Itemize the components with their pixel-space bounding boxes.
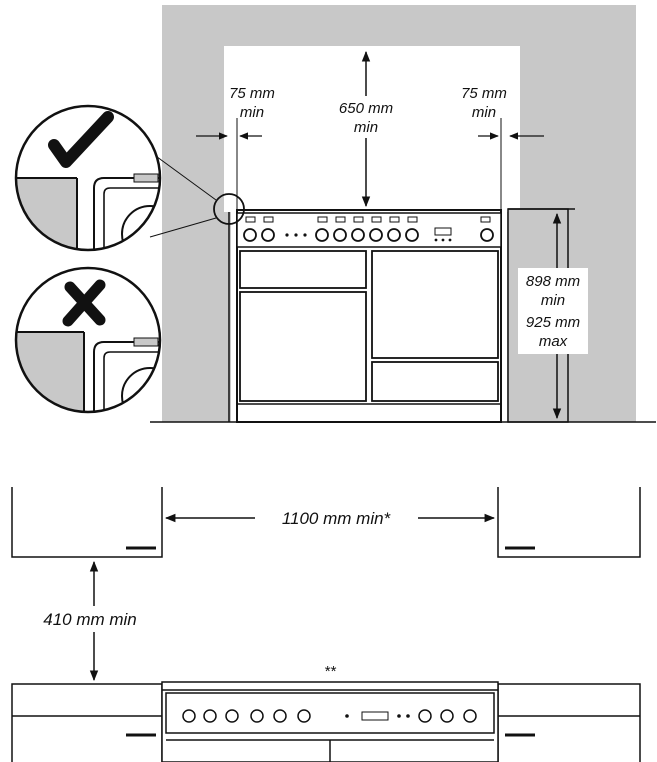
wall-cabinet-right: [497, 487, 641, 558]
base-unit-left: [11, 683, 163, 762]
inset-correct: [14, 104, 162, 252]
check-mark-icon: [48, 111, 114, 168]
top-clearance-value: 650 mm: [339, 100, 393, 117]
top-clearance-qualifier: min: [354, 119, 378, 136]
plan-view: 1100 mm min* 410 mm min: [11, 487, 641, 762]
oven-door-left-main: [239, 291, 367, 402]
cross-mark-icon: [62, 279, 106, 327]
note-marker: **: [324, 663, 337, 680]
wall-cabinet-left: [11, 487, 163, 558]
left-clearance-qualifier: min: [240, 104, 264, 121]
right-gap: [501, 212, 507, 422]
height-max-qualifier: max: [539, 333, 568, 350]
left-gap: [231, 212, 237, 422]
right-clearance-value: 75 mm: [461, 85, 507, 102]
front-view: 650 mm min 75 mm min 75 mm min 898 mm mi…: [137, 5, 656, 423]
oven-door-right-bottom: [371, 361, 499, 402]
control-panel: [236, 212, 502, 248]
base-unit-right: [497, 683, 641, 762]
indicator-row: [245, 216, 491, 223]
width-clearance-label: 1100 mm min*: [282, 509, 392, 528]
height-max-value: 925 mm: [526, 314, 580, 331]
height-min-value: 898 mm: [526, 273, 580, 290]
range-cooker: [236, 209, 502, 423]
oven-door-left-top: [239, 250, 367, 289]
inset-incorrect: [14, 266, 162, 414]
range-cooker-plan: [161, 681, 499, 762]
right-clearance-qualifier: min: [472, 104, 496, 121]
oven-door-right-main: [371, 250, 499, 359]
left-clearance-value: 75 mm: [229, 85, 275, 102]
control-knobs: [243, 228, 494, 242]
depth-clearance-label: 410 mm min: [43, 610, 137, 629]
detail-callout-circle: [213, 193, 245, 225]
height-min-qualifier: min: [541, 292, 565, 309]
